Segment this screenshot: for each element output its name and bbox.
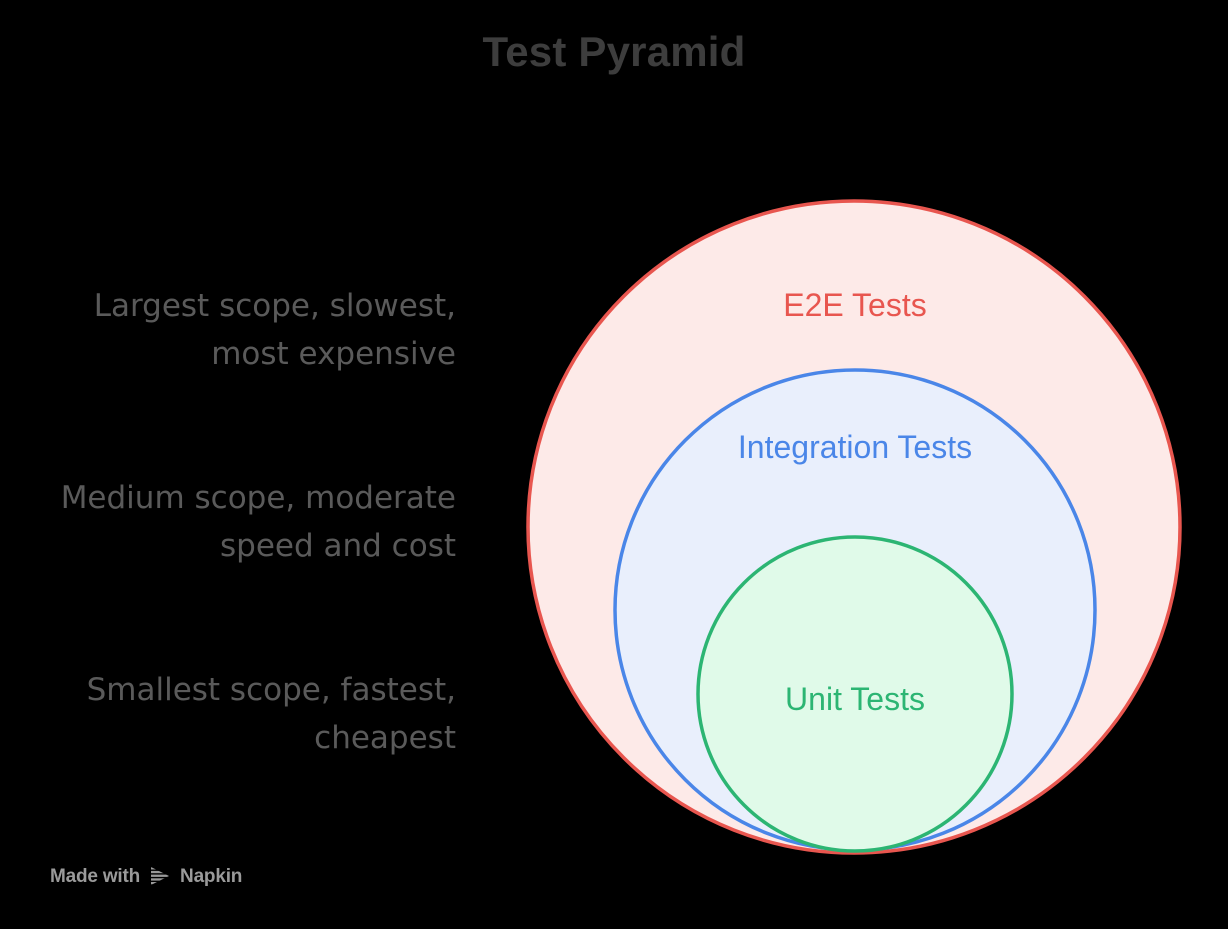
watermark: Made with Napkin [50,866,242,886]
circle-unit-tests[interactable] [696,535,1014,853]
napkin-triangle-icon [151,867,170,885]
watermark-made-with-label: Made with [50,865,141,887]
caption-medium-scope: Medium scope, moderate speed and cost [60,480,456,564]
caption-smallest-scope: Smallest scope, fastest, cheapest [86,672,456,756]
caption-largest-scope: Largest scope, slowest, most expensive [93,288,456,372]
watermark-brand-label: Napkin [180,865,243,887]
page-title: Test Pyramid [482,28,746,75]
